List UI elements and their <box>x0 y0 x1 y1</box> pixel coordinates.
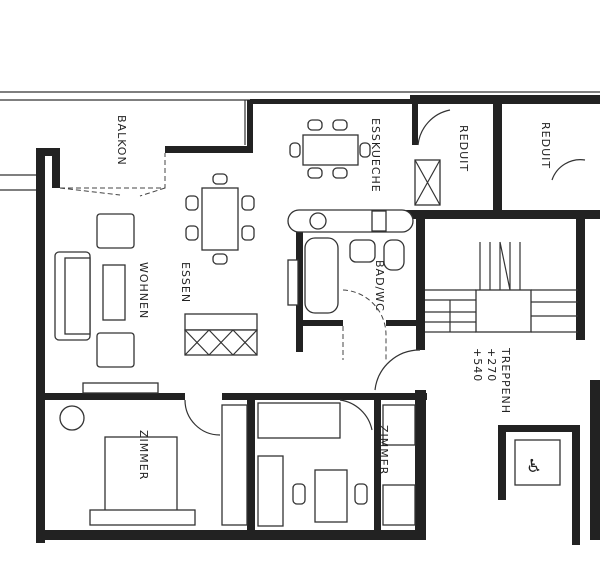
zimmer-2-furniture <box>257 399 561 527</box>
dining-table <box>184 173 299 356</box>
room-labels: BALKON ESSKUECHE REDUIT REDUIT WOHNEN ES… <box>115 115 552 480</box>
label-esskueche: ESSKUECHE <box>369 118 382 193</box>
label-essen: ESSEN <box>179 262 192 303</box>
living-furniture <box>54 213 159 394</box>
label-wohnen: WOHNEN <box>137 262 150 319</box>
label-level-270: +270 <box>485 348 498 382</box>
label-reduit-1: REDUIT <box>457 125 470 172</box>
label-balkon: BALKON <box>115 115 128 166</box>
balcony-outline <box>59 153 166 197</box>
wheelchair-icon: ♿ <box>526 456 542 477</box>
kitchen-furniture <box>287 119 441 233</box>
stairs <box>374 241 578 391</box>
label-level-540: +540 <box>471 348 484 382</box>
label-reduit-2: REDUIT <box>539 122 552 169</box>
zimmer-1-furniture <box>59 399 248 526</box>
reduit-door <box>417 109 586 181</box>
walls <box>36 95 600 545</box>
label-zimmer-2: ZIMMER <box>377 425 390 475</box>
thin-lines <box>0 91 600 191</box>
label-zimmer-1: ZIMMER <box>137 430 150 480</box>
label-bad-wc: BAD/WC <box>373 260 386 312</box>
label-treppenhaus: TREPPENH <box>499 347 512 414</box>
bath-fixtures <box>304 237 405 360</box>
